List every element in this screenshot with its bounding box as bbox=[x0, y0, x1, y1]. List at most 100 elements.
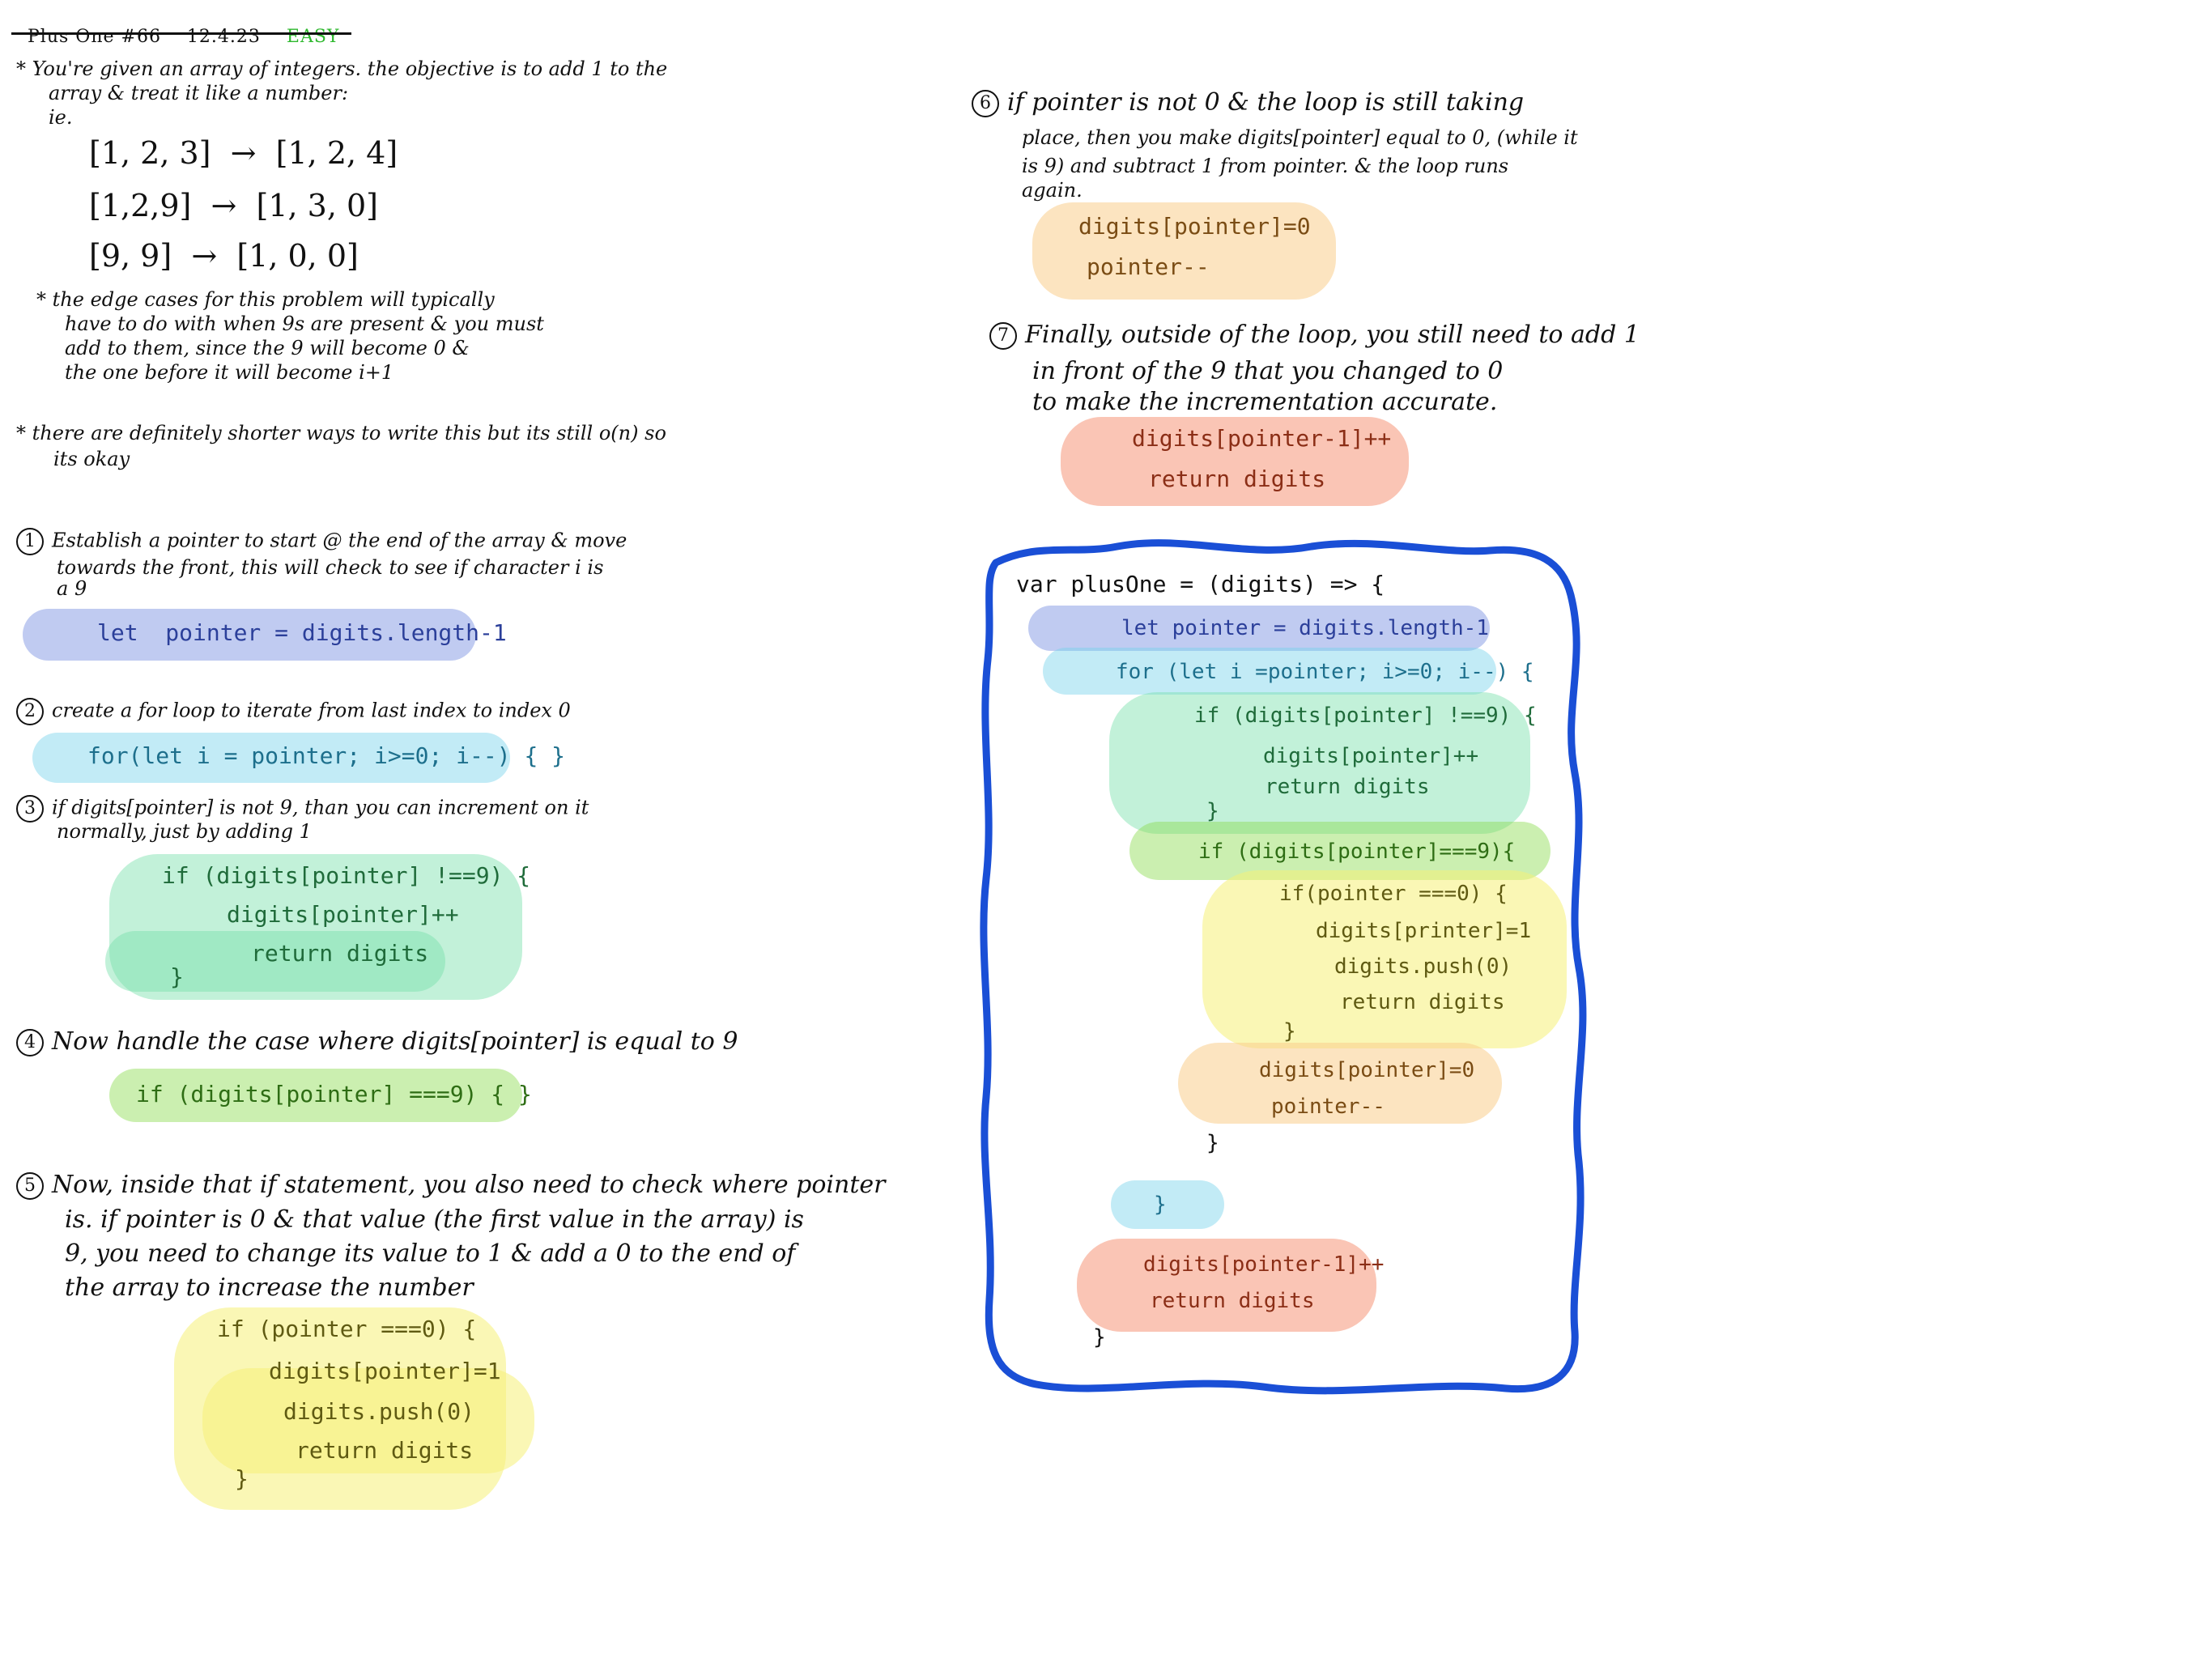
step-3-line-1: 3 if digits[pointer] is not 9, than you c… bbox=[16, 795, 589, 823]
step-5-number: 5 bbox=[16, 1172, 44, 1200]
step-5-code-4: return digits bbox=[296, 1437, 474, 1464]
code-line-1: var plusOne = (digits) => { bbox=[1016, 571, 1385, 597]
step-7-highlight bbox=[1061, 417, 1409, 506]
code-line-14: digits[pointer]=0 bbox=[1259, 1058, 1475, 1082]
step-7-number: 7 bbox=[989, 322, 1017, 350]
step-5-line-3: 9, you need to change its value to 1 & a… bbox=[65, 1239, 796, 1268]
code-line-15: pointer-- bbox=[1271, 1095, 1385, 1119]
step-1-number: 1 bbox=[16, 528, 44, 555]
step-6-code-1: digits[pointer]=0 bbox=[1078, 213, 1311, 240]
step-1-line-1: 1 Establish a pointer to start @ the end … bbox=[16, 528, 627, 555]
note-line-2: its okay bbox=[53, 448, 130, 470]
step-5-line-4: the array to increase the number bbox=[65, 1273, 474, 1302]
code-line-3-highlight bbox=[1043, 648, 1496, 695]
step-6-text: if pointer is not 0 & the loop is still … bbox=[1007, 88, 1525, 117]
step-4-line-1: 4 Now handle the case where digits[pointe… bbox=[16, 1027, 738, 1057]
code-line-8: if (digits[pointer]===9){ bbox=[1198, 840, 1516, 864]
intro-line-3: ie. bbox=[49, 106, 73, 129]
step-2-highlight bbox=[32, 733, 510, 783]
example-3: [9, 9] → [1, 0, 0] bbox=[89, 238, 359, 274]
code-line-7: } bbox=[1206, 799, 1219, 823]
code-line-10: digits[printer]=1 bbox=[1316, 919, 1532, 943]
step-2-line-1: 2 create a for loop to iterate from last … bbox=[16, 698, 571, 725]
code-line-13: } bbox=[1283, 1019, 1296, 1044]
example-2: [1,2,9] → [1, 3, 0] bbox=[89, 188, 378, 223]
step-6-highlight bbox=[1032, 202, 1336, 300]
step-3-line-2: normally, just by adding 1 bbox=[57, 820, 312, 843]
step-7-text: Finally, outside of the loop, you still … bbox=[1025, 321, 1640, 349]
step-7-code-2: return digits bbox=[1148, 466, 1326, 492]
code-line-17-highlight bbox=[1111, 1180, 1224, 1229]
title-text: Plus One #66 bbox=[28, 27, 161, 47]
code-line-19: return digits bbox=[1150, 1289, 1315, 1313]
code-block-4-highlight bbox=[1178, 1043, 1502, 1124]
step-3-code-1: if (digits[pointer] !==9) { bbox=[162, 862, 531, 889]
intro-line-2: array & treat it like a number: bbox=[49, 82, 349, 104]
step-6-code-2: pointer-- bbox=[1087, 253, 1210, 280]
step-1-highlight bbox=[23, 609, 476, 661]
code-block-1-highlight bbox=[1109, 692, 1530, 834]
step-5-code-5: } bbox=[235, 1465, 249, 1492]
code-line-5: digits[pointer]++ bbox=[1263, 744, 1479, 768]
step-6-line-2: place, then you make digits[pointer] equ… bbox=[1022, 126, 1578, 149]
step-1-line-2: towards the front, this will check to se… bbox=[57, 556, 604, 579]
step-5-line-1: 5 Now, inside that if statement, you also… bbox=[16, 1170, 885, 1201]
date-text: 12.4.23 bbox=[186, 27, 261, 47]
step-6-number: 6 bbox=[972, 90, 999, 117]
step-4-number: 4 bbox=[16, 1029, 44, 1056]
code-line-16: } bbox=[1206, 1131, 1219, 1155]
code-block-5-highlight bbox=[1077, 1239, 1376, 1332]
solution-outline-path bbox=[980, 539, 1587, 1395]
code-line-2: let pointer = digits.length-1 bbox=[1121, 616, 1489, 640]
step-5-highlight-right bbox=[202, 1368, 534, 1473]
code-line-2-highlight bbox=[1028, 606, 1490, 651]
step-2-number: 2 bbox=[16, 698, 44, 725]
edge-line-3: add to them, since the 9 will become 0 & bbox=[65, 337, 470, 359]
step-6-line-1: 6 if pointer is not 0 & the loop is still… bbox=[972, 87, 1524, 118]
edge-line-2: have to do with when 9s are present & yo… bbox=[65, 312, 544, 335]
code-line-12: return digits bbox=[1340, 990, 1505, 1014]
intro-line-1: * You're given an array of integers. the… bbox=[16, 57, 668, 80]
code-line-20: } bbox=[1093, 1325, 1106, 1350]
step-5-code-3: digits.push(0) bbox=[283, 1398, 475, 1425]
step-4-highlight bbox=[109, 1069, 522, 1122]
code-line-17: } bbox=[1154, 1192, 1167, 1217]
step-7-code-1: digits[pointer-1]++ bbox=[1132, 425, 1392, 452]
step-7-line-2: in front of the 9 that you changed to 0 bbox=[1032, 357, 1504, 385]
example-1: [1, 2, 3] → [1, 2, 4] bbox=[89, 135, 398, 171]
code-line-6: return digits bbox=[1265, 775, 1430, 799]
step-1-text: Establish a pointer to start @ the end o… bbox=[52, 529, 627, 552]
step-2-code: for(let i = pointer; i>=0; i--) { } bbox=[87, 742, 566, 769]
note-title: Plus One #66 12.4.23 EASY bbox=[15, 6, 339, 47]
step-5-text: Now, inside that if statement, you also … bbox=[52, 1171, 886, 1199]
step-4-text: Now handle the case where digits[pointer… bbox=[52, 1027, 738, 1056]
code-block-3-highlight bbox=[1202, 870, 1567, 1048]
step-3-highlight-lower bbox=[105, 931, 445, 992]
step-4-code: if (digits[pointer] ===9) { } bbox=[136, 1081, 532, 1107]
step-3-text: if digits[pointer] is not 9, than you ca… bbox=[52, 796, 589, 819]
step-7-line-3: to make the incrementation accurate. bbox=[1032, 388, 1498, 416]
difficulty-badge: EASY bbox=[286, 27, 340, 47]
step-6-line-3: is 9) and subtract 1 from pointer. & the… bbox=[1022, 155, 1509, 177]
step-3-code-2: digits[pointer]++ bbox=[227, 901, 459, 928]
code-line-3: for (let i =pointer; i>=0; i--) { bbox=[1116, 660, 1534, 684]
step-2-text: create a for loop to iterate from last i… bbox=[52, 699, 571, 722]
step-1-line-3: a 9 bbox=[57, 577, 87, 600]
note-line-1: * there are definitely shorter ways to w… bbox=[16, 422, 666, 444]
code-line-18: digits[pointer-1]++ bbox=[1143, 1252, 1385, 1277]
step-1-code: let pointer = digits.length-1 bbox=[97, 619, 507, 646]
step-3-code-3: return digits bbox=[251, 940, 429, 967]
solution-outline bbox=[980, 539, 1587, 1395]
code-line-11: digits.push(0) bbox=[1334, 954, 1512, 979]
step-5-line-2: is. if pointer is 0 & that value (the fi… bbox=[65, 1205, 804, 1234]
step-3-highlight bbox=[109, 854, 522, 1000]
title-underline bbox=[11, 32, 351, 35]
edge-line-4: the one before it will become i+1 bbox=[65, 361, 394, 384]
step-6-line-4: again. bbox=[1022, 179, 1083, 202]
step-5-code-1: if (pointer ===0) { bbox=[217, 1316, 477, 1342]
step-3-number: 3 bbox=[16, 795, 44, 823]
step-3-code-4: } bbox=[170, 963, 184, 990]
edge-line-1: * the edge cases for this problem will t… bbox=[36, 288, 495, 311]
step-5-code-2: digits[pointer]=1 bbox=[269, 1358, 501, 1384]
step-7-line-1: 7 Finally, outside of the loop, you still… bbox=[989, 320, 1640, 351]
